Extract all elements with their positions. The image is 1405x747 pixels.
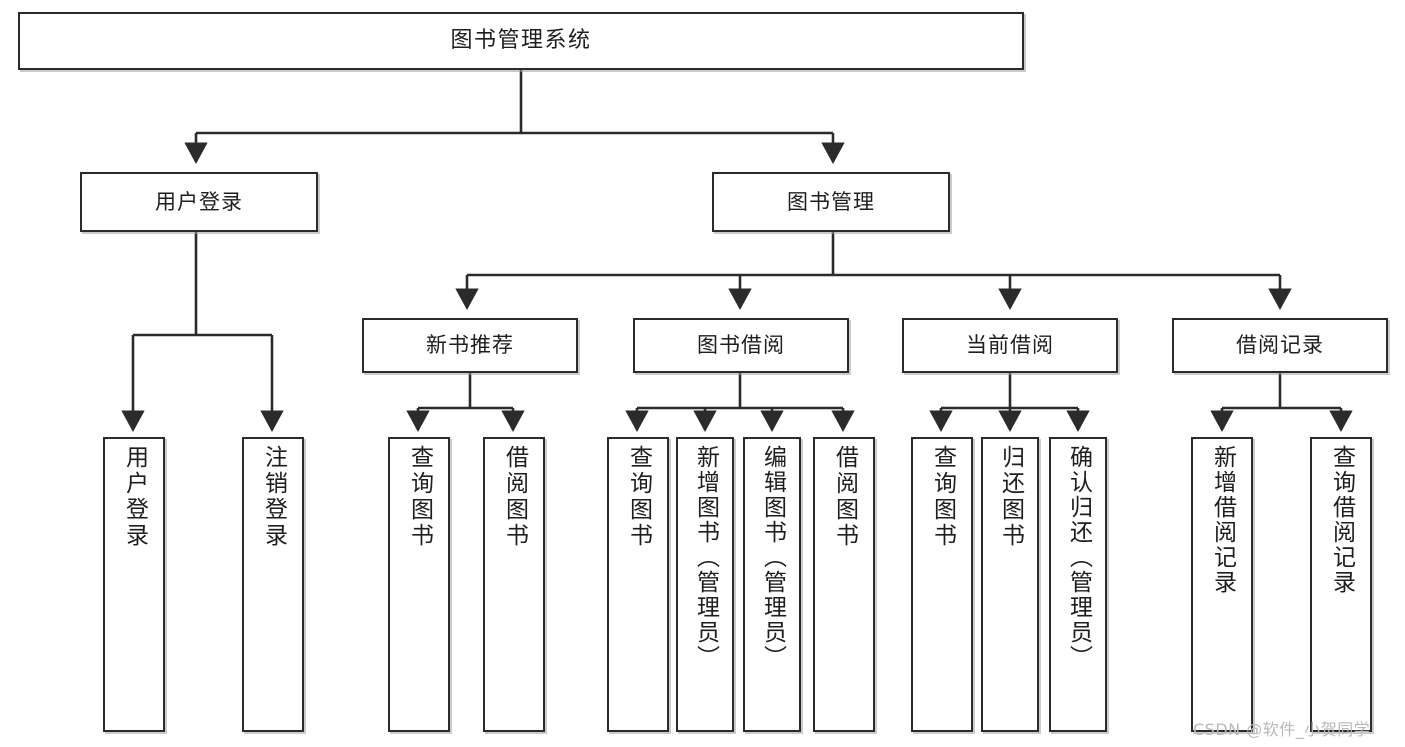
leaf-query-borrow-record[interactable]: 查询借阅记录 <box>1310 437 1372 732</box>
node-label: 查询图书 <box>929 445 956 549</box>
leaf-logout[interactable]: 注销登录 <box>242 437 304 732</box>
csdn-watermark: CSDN @软件_小贺同学 <box>1193 720 1371 739</box>
leaf-query-books-new[interactable]: 查询图书 <box>388 437 450 732</box>
leaf-query-books-borrow[interactable]: 查询图书 <box>607 437 669 732</box>
leaf-add-borrow-record[interactable]: 新增借阅记录 <box>1191 437 1253 732</box>
leaf-add-book-admin[interactable]: 新增图书（管理员） <box>676 437 734 732</box>
node-label: 借阅图书 <box>501 445 528 549</box>
node-label: 新增借阅记录 <box>1209 445 1236 595</box>
node-current-borrow[interactable]: 当前借阅 <box>902 318 1118 373</box>
leaf-return-books[interactable]: 归还图书 <box>981 437 1039 732</box>
node-book-borrow[interactable]: 图书借阅 <box>633 318 849 373</box>
leaf-borrow-books-new[interactable]: 借阅图书 <box>483 437 545 732</box>
node-label: 查询借阅记录 <box>1328 445 1355 595</box>
node-book-management[interactable]: 图书管理 <box>712 172 950 232</box>
node-label: 图书管理系统 <box>450 28 592 54</box>
node-borrow-records[interactable]: 借阅记录 <box>1172 318 1388 373</box>
node-label: 查询图书 <box>625 445 652 549</box>
node-label: 归还图书 <box>997 445 1024 549</box>
node-label: 借阅图书 <box>831 445 858 549</box>
leaf-confirm-return-admin[interactable]: 确认归还（管理员） <box>1049 437 1107 732</box>
node-label: 新增图书（管理员） <box>692 445 719 670</box>
node-label: 当前借阅 <box>966 333 1054 358</box>
leaf-user-login[interactable]: 用户登录 <box>103 437 165 732</box>
node-label: 图书管理 <box>787 189 875 214</box>
node-label: 图书借阅 <box>697 333 785 358</box>
leaf-edit-book-admin[interactable]: 编辑图书（管理员） <box>743 437 801 732</box>
node-new-book-recommend[interactable]: 新书推荐 <box>362 318 578 373</box>
node-user-login[interactable]: 用户登录 <box>80 172 318 232</box>
node-root[interactable]: 图书管理系统 <box>18 12 1024 70</box>
node-label: 编辑图书（管理员） <box>759 445 786 670</box>
node-label: 注销登录 <box>260 445 287 549</box>
leaf-query-books-current[interactable]: 查询图书 <box>911 437 973 732</box>
node-label: 用户登录 <box>121 445 148 549</box>
node-label: 用户登录 <box>155 189 243 214</box>
node-label: 借阅记录 <box>1236 333 1324 358</box>
node-label: 确认归还（管理员） <box>1065 445 1092 670</box>
node-label: 新书推荐 <box>426 333 514 358</box>
leaf-borrow-books[interactable]: 借阅图书 <box>813 437 875 732</box>
node-label: 查询图书 <box>406 445 433 549</box>
